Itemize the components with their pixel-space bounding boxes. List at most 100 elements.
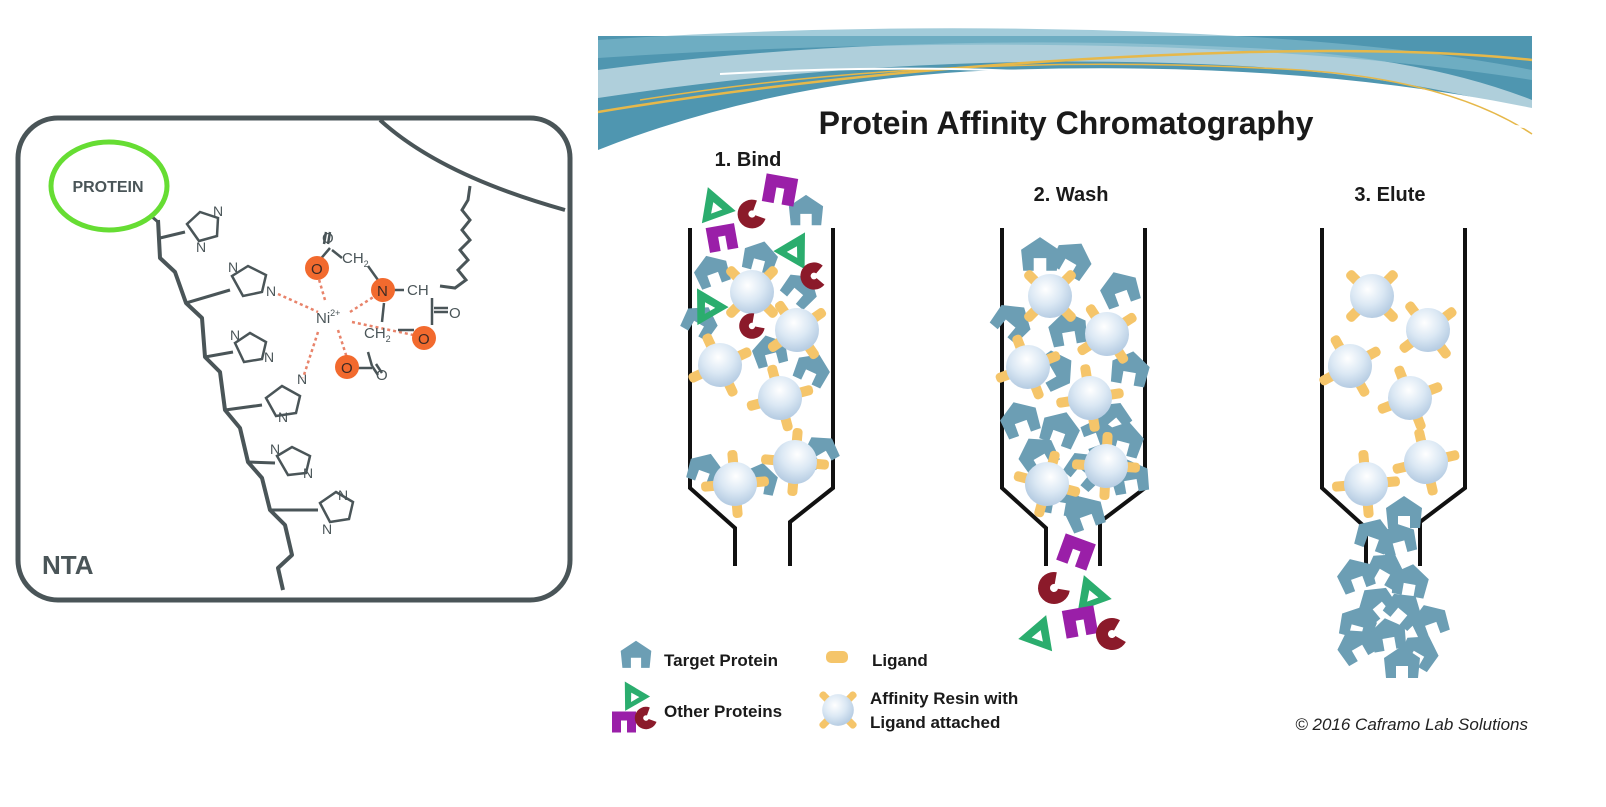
resin-bead (995, 334, 1061, 400)
resin-bead (701, 450, 769, 518)
legend-resin-line1: Affinity Resin with (870, 689, 1018, 708)
legend-ligand-icon (826, 651, 848, 663)
resin-bead (1024, 270, 1076, 322)
atom-n: N (322, 521, 332, 537)
other-protein-green (773, 232, 805, 270)
resin-bead (746, 364, 814, 432)
other-protein-purple (1056, 533, 1096, 571)
target-protein (1399, 636, 1439, 673)
resin-bead (761, 428, 829, 496)
target-protein (1337, 559, 1376, 595)
step-label-bind: 1. Bind (715, 149, 782, 171)
nta-panel: N N N N N N N N N N N N (15, 115, 573, 603)
other-protein-green (697, 288, 729, 326)
other-protein-purple (761, 173, 799, 207)
other-protein-maroon (739, 313, 765, 339)
copyright-text: © 2016 Caframo Lab Solutions (1295, 715, 1528, 734)
target-protein (989, 305, 1031, 345)
atom-ch2: CH2 (342, 250, 369, 269)
atom-o: O (376, 367, 388, 384)
target-protein (1065, 496, 1106, 534)
atom-o: O (341, 360, 353, 377)
atom-o: O (311, 261, 323, 278)
atom-ch2: CH2 (364, 325, 391, 344)
resin-bead (1056, 364, 1124, 432)
other-protein-maroon (1038, 572, 1070, 604)
legend: Target Protein Ligand Other Proteins Aff… (612, 640, 1018, 733)
resin-bead (1346, 270, 1398, 322)
atom-n: N (213, 203, 223, 219)
other-protein-maroon (737, 199, 766, 229)
target-protein (1100, 272, 1141, 310)
atom-o: O (322, 230, 334, 247)
atom-n: N (266, 283, 276, 299)
coordination-bonds (277, 275, 419, 379)
legend-other-proteins: Other Proteins (664, 702, 782, 721)
legend-ligand: Ligand (872, 651, 928, 670)
nta-label: NTA (42, 550, 94, 580)
legend-target-protein: Target Protein (664, 651, 778, 670)
target-protein (1018, 438, 1060, 477)
target-protein (1000, 402, 1041, 440)
target-protein (788, 194, 824, 226)
resin-arc (378, 118, 566, 212)
target-protein (1411, 605, 1450, 641)
other-protein-green (1077, 575, 1112, 612)
atom-ch: CH (407, 282, 429, 299)
atom-n: N (297, 371, 307, 387)
target-protein (1050, 243, 1092, 282)
other-protein-purple (612, 711, 636, 733)
nta-frame (15, 115, 573, 603)
oxygen-nodes (305, 256, 436, 379)
protein-label: PROTEIN (72, 179, 143, 196)
nickel-ion: Ni2+ (316, 308, 340, 327)
target-protein (1048, 311, 1088, 348)
other-proteins-layer (697, 173, 1126, 652)
atom-n: N (264, 349, 274, 365)
resin-bead (1013, 450, 1081, 518)
title-banner (597, 28, 1533, 150)
other-protein-purple (1061, 605, 1099, 639)
resin-bead (819, 691, 857, 729)
target-protein (1391, 564, 1429, 599)
atom-n: N (278, 409, 288, 425)
polymer-backbone (156, 219, 294, 591)
atom-n: N (196, 239, 206, 255)
column-wash (1000, 228, 1147, 566)
resin-bead (688, 333, 752, 397)
other-protein-green (701, 187, 736, 224)
target-protein (693, 255, 731, 290)
diagram-title: Protein Affinity Chromatography (819, 105, 1314, 141)
resin-bead (767, 300, 827, 360)
step-label-elute: 3. Elute (1354, 184, 1425, 206)
column-bind (688, 228, 835, 566)
target-protein (1386, 496, 1422, 528)
protein-circle (48, 139, 170, 233)
other-protein-purple (705, 223, 739, 253)
other-protein-maroon (1096, 618, 1126, 650)
target-protein (1369, 618, 1407, 653)
linker-chain (439, 185, 473, 290)
atom-n: N (230, 327, 240, 343)
step-label-wash: 2. Wash (1034, 184, 1109, 206)
target-protein (1379, 522, 1418, 558)
target-protein (1337, 630, 1377, 667)
atom-n: N (303, 465, 313, 481)
column-elute (1320, 228, 1467, 566)
resin-beads-layer (688, 266, 1460, 518)
resin-bead (1071, 431, 1141, 501)
atom-o: O (449, 305, 461, 322)
atom-o: O (418, 331, 430, 348)
other-protein-maroon (800, 262, 825, 290)
target-protein (1021, 237, 1059, 271)
legend-resin-line2: Ligand attached (870, 713, 1000, 732)
target-protein (620, 640, 652, 668)
other-protein-green (624, 681, 651, 711)
resin-bead (726, 266, 778, 318)
resin-bead (1392, 428, 1460, 496)
atom-n: N (377, 283, 388, 300)
atom-n: N (270, 441, 280, 457)
target-protein (792, 354, 830, 389)
other-protein-maroon (634, 706, 657, 730)
